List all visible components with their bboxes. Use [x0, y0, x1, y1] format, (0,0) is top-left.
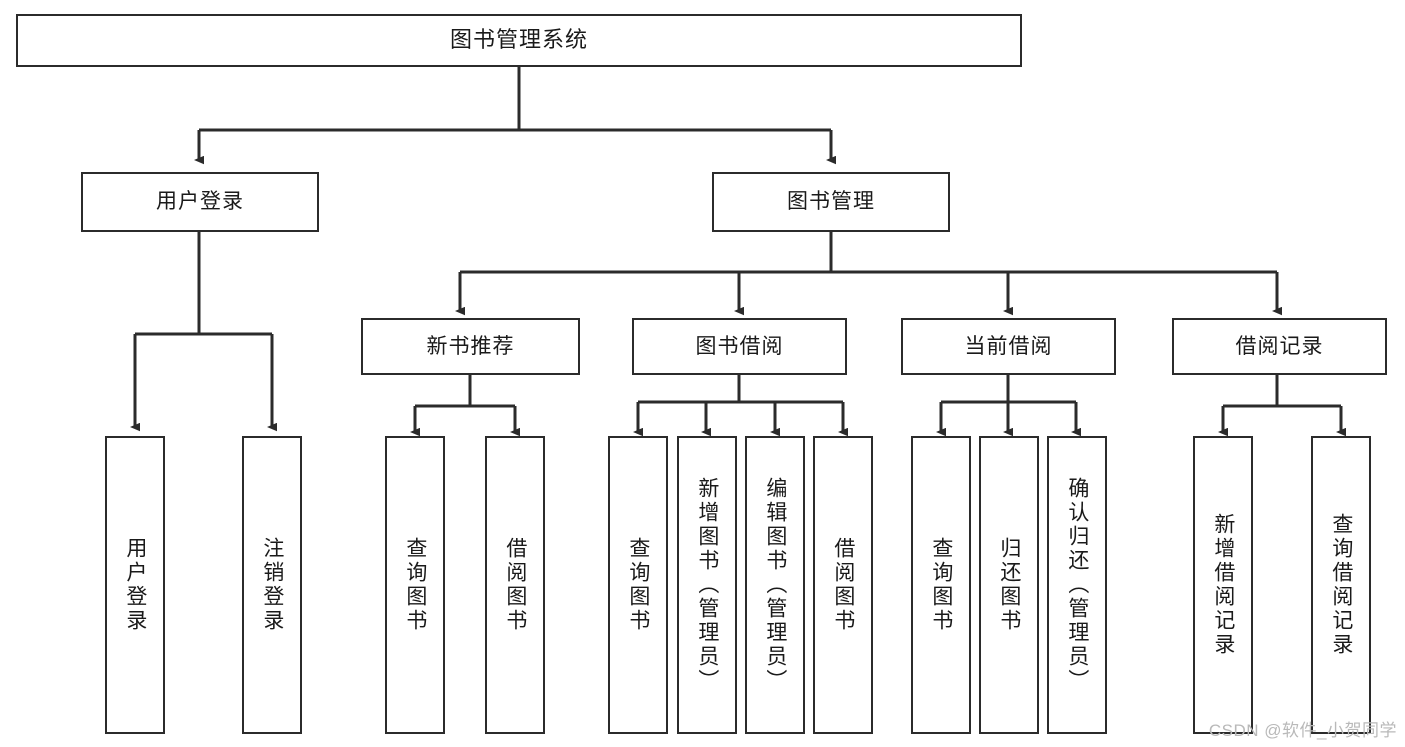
node-current-borrow-label: 当前借阅: [964, 334, 1053, 358]
leaf-current-borrow-query-label: 查询图书: [929, 537, 953, 633]
leaf-new-book-query[interactable]: 查询图书: [385, 436, 445, 734]
leaf-current-borrow-confirm[interactable]: 确认归还（管理员）: [1047, 436, 1107, 734]
leaf-borrow-record-add-label: 新增借阅记录: [1211, 513, 1235, 657]
leaf-book-borrow-add[interactable]: 新增图书（管理员）: [677, 436, 737, 734]
node-root-label: 图书管理系统: [449, 27, 588, 53]
leaf-borrow-record-query-label: 查询借阅记录: [1329, 513, 1353, 657]
leaf-user-login-login-label: 用户登录: [123, 537, 147, 633]
leaf-borrow-record-query[interactable]: 查询借阅记录: [1311, 436, 1371, 734]
leaf-new-book-query-label: 查询图书: [403, 537, 427, 633]
leaf-book-borrow-edit-label: 编辑图书（管理员）: [763, 477, 787, 693]
node-user-login[interactable]: 用户登录: [81, 172, 319, 232]
node-user-login-label: 用户登录: [156, 190, 244, 214]
leaf-current-borrow-return[interactable]: 归还图书: [979, 436, 1039, 734]
leaf-book-borrow-query[interactable]: 查询图书: [608, 436, 668, 734]
node-book-management[interactable]: 图书管理: [712, 172, 950, 232]
leaf-current-borrow-confirm-label: 确认归还（管理员）: [1065, 477, 1089, 693]
watermark-text: CSDN @软件_小贺同学: [1208, 721, 1397, 740]
node-book-management-label: 图书管理: [787, 190, 875, 214]
node-borrow-record[interactable]: 借阅记录: [1172, 318, 1387, 375]
leaf-borrow-record-add[interactable]: 新增借阅记录: [1193, 436, 1253, 734]
leaf-book-borrow-edit[interactable]: 编辑图书（管理员）: [745, 436, 805, 734]
node-new-book-recommend-label: 新书推荐: [426, 334, 515, 358]
leaf-new-book-borrow[interactable]: 借阅图书: [485, 436, 545, 734]
leaf-book-borrow-add-label: 新增图书（管理员）: [695, 477, 719, 693]
leaf-book-borrow-lend-label: 借阅图书: [831, 537, 855, 633]
leaf-new-book-borrow-label: 借阅图书: [503, 537, 527, 633]
node-book-borrow-label: 图书借阅: [695, 334, 784, 358]
leaf-current-borrow-query[interactable]: 查询图书: [911, 436, 971, 734]
node-current-borrow[interactable]: 当前借阅: [901, 318, 1116, 375]
leaf-book-borrow-lend[interactable]: 借阅图书: [813, 436, 873, 734]
leaf-current-borrow-return-label: 归还图书: [997, 537, 1021, 633]
leaf-user-login-login[interactable]: 用户登录: [105, 436, 165, 734]
node-new-book-recommend[interactable]: 新书推荐: [361, 318, 580, 375]
leaf-user-login-logout[interactable]: 注销登录: [242, 436, 302, 734]
node-book-borrow[interactable]: 图书借阅: [632, 318, 847, 375]
leaf-book-borrow-query-label: 查询图书: [626, 537, 650, 633]
node-borrow-record-label: 借阅记录: [1235, 334, 1324, 358]
leaf-user-login-logout-label: 注销登录: [260, 537, 284, 633]
node-root[interactable]: 图书管理系统: [16, 14, 1022, 67]
